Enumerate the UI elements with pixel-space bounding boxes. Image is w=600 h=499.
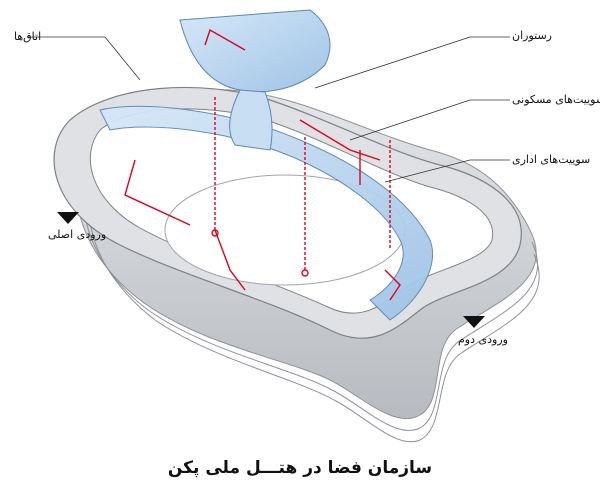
restaurant-block [179, 9, 331, 151]
circulation-lines [124, 28, 401, 301]
suites-band [99, 105, 434, 321]
label-rooms: اتاق‌ها [14, 30, 42, 43]
main-entrance-marker [57, 212, 79, 224]
label-main-entrance: ورودی اصلی [48, 228, 107, 241]
leader-lines [28, 36, 510, 183]
diagram-title: سازمان فضا در هتـــل ملی پکن [167, 458, 433, 478]
label-office-suites: سوییت‌های اداری [512, 153, 591, 166]
label-residential-suites: سوییت‌های مسکونی [512, 93, 600, 106]
label-restaurant: رستوران [512, 29, 552, 42]
label-second-entrance: ورودی دوم [458, 333, 508, 346]
second-entrance-marker [463, 316, 485, 328]
